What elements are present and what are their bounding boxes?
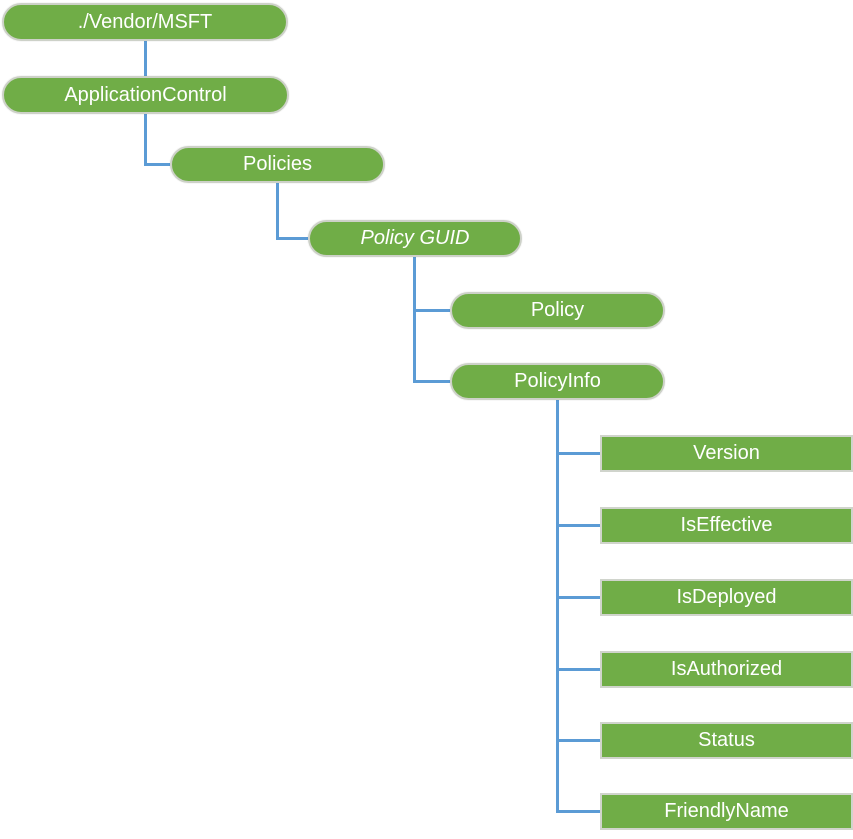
node-policies-label: Policies — [243, 153, 312, 175]
node-friendlyname-label: FriendlyName — [664, 800, 789, 822]
node-applicationcontrol: ApplicationControl — [2, 76, 289, 114]
node-vendor-msft: ./Vendor/MSFT — [2, 3, 288, 41]
node-version-label: Version — [693, 442, 760, 464]
connector-policyinfo-to-status — [556, 739, 600, 742]
connector-policyinfo-drop — [556, 400, 559, 813]
node-policy-guid-label: Policy GUID — [360, 227, 470, 249]
node-policies: Policies — [170, 146, 385, 183]
connector-policyguid-drop — [413, 257, 416, 383]
connector-policyinfo-to-isdeployed — [556, 596, 600, 599]
node-policyinfo: PolicyInfo — [450, 363, 665, 400]
connector-policyinfo-to-version — [556, 452, 600, 455]
node-policyinfo-label: PolicyInfo — [514, 370, 601, 392]
node-vendor-msft-label: ./Vendor/MSFT — [77, 10, 213, 33]
node-isdeployed: IsDeployed — [600, 579, 853, 616]
node-iseffective: IsEffective — [600, 507, 853, 544]
node-applicationcontrol-label: ApplicationControl — [64, 83, 227, 106]
node-policy-label: Policy — [530, 299, 585, 321]
connector-policyinfo-to-friendlyname — [556, 810, 600, 813]
node-friendlyname: FriendlyName — [600, 793, 853, 830]
node-isdeployed-label: IsDeployed — [676, 586, 777, 608]
node-iseffective-label: IsEffective — [680, 514, 773, 536]
connector-policies-to-policyguid — [276, 237, 308, 240]
connector-policies-drop — [276, 183, 279, 240]
connector-policyinfo-to-iseffective — [556, 524, 600, 527]
connector-appcontrol-to-policies — [144, 163, 170, 166]
node-status-label: Status — [698, 729, 755, 751]
node-version: Version — [600, 435, 853, 472]
node-policy: Policy — [450, 292, 665, 329]
connector-vendor-to-appcontrol — [144, 41, 147, 76]
node-isauthorized-label: IsAuthorized — [670, 658, 783, 680]
connector-policyguid-to-policyinfo — [413, 380, 450, 383]
node-policy-guid: Policy GUID — [308, 220, 522, 257]
node-isauthorized: IsAuthorized — [600, 651, 853, 688]
connector-appcontrol-drop — [144, 114, 147, 166]
connector-policyguid-to-policy — [413, 309, 450, 312]
connector-policyinfo-to-isauthorized — [556, 668, 600, 671]
node-status: Status — [600, 722, 853, 759]
